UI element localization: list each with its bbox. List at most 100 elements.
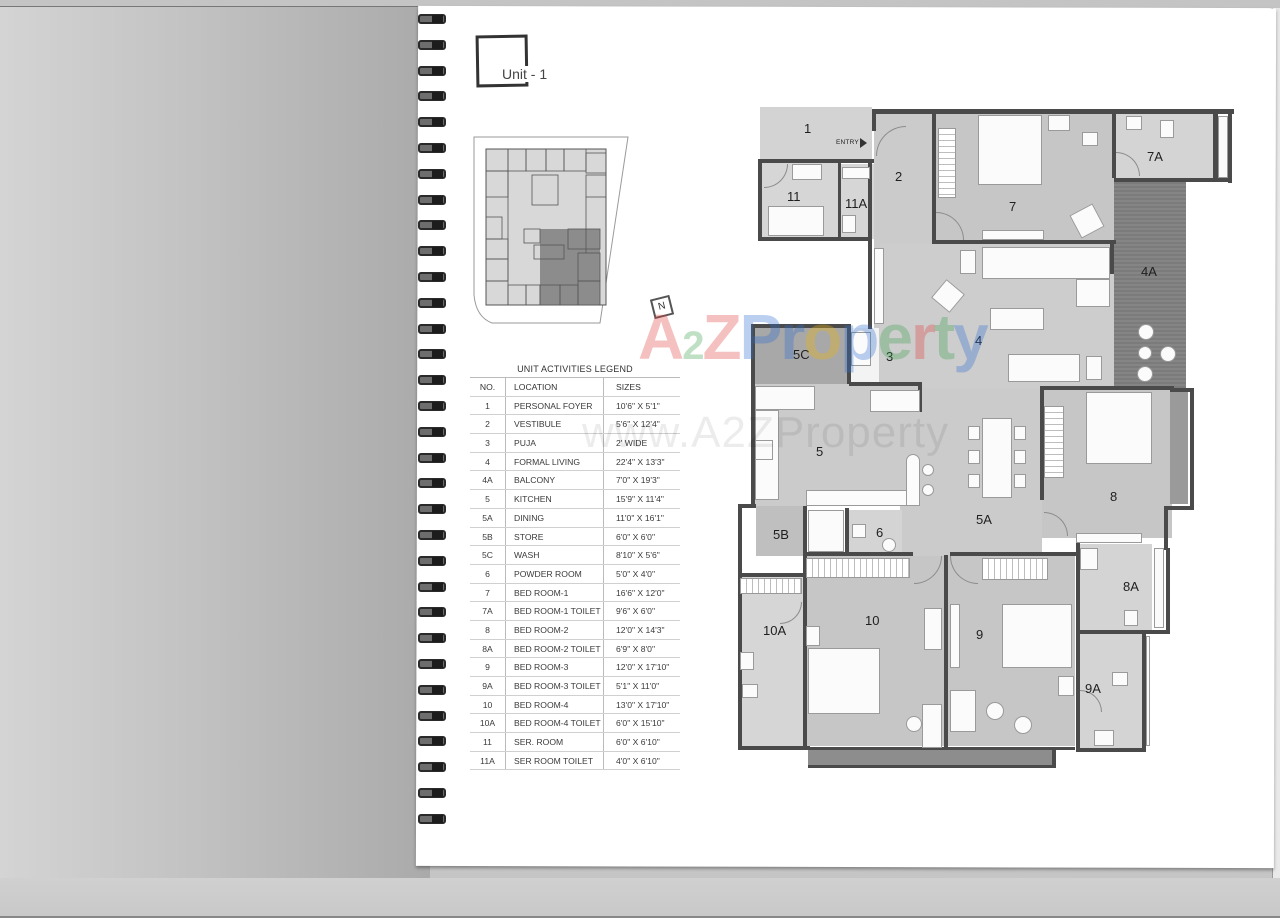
spiral-coil xyxy=(418,633,446,644)
desk-bedroom-1 xyxy=(1048,115,1070,131)
legend-cell-no: 11A xyxy=(470,751,506,770)
legend-cell-size: 12'0" X 17'10" xyxy=(616,662,670,673)
wc-7a xyxy=(1160,120,1174,138)
legend-cell-size: 8'10" X 5'6" xyxy=(616,550,660,561)
console-bedroom-2 xyxy=(1076,533,1142,543)
legend-header-location: LOCATION xyxy=(506,378,604,396)
room-5c-wash xyxy=(753,326,849,384)
key-plan-diagram xyxy=(473,136,629,324)
side-table-bedroom-4 xyxy=(806,626,820,646)
legend-cell-location: FORMAL LIVING xyxy=(506,452,604,471)
legend-cell-location: BED ROOM-1 TOILET xyxy=(506,602,604,620)
dining-chair-1 xyxy=(968,426,980,440)
label-room-5c: 5C xyxy=(793,347,810,362)
window-7a xyxy=(1218,116,1228,178)
legend-cell-no: 9A xyxy=(470,677,506,695)
planter-balcony-2 xyxy=(1138,346,1152,360)
chair-bedroom-1 xyxy=(1082,132,1098,146)
legend-cell-no: 8 xyxy=(470,620,506,639)
spiral-coil xyxy=(418,272,446,282)
dining-table xyxy=(982,418,1012,498)
wc-9a xyxy=(1112,672,1128,686)
tv-unit-living xyxy=(874,248,884,324)
spiral-coil xyxy=(418,194,446,205)
sofa-living-bottom xyxy=(1008,354,1080,382)
legend-cell-location: SER ROOM TOILET xyxy=(506,751,604,770)
bed-bedroom-2 xyxy=(1086,392,1152,464)
lamp-bedroom-3 xyxy=(986,702,1004,720)
legend-cell-no: 8A xyxy=(470,639,506,658)
label-room-8: 8 xyxy=(1110,489,1118,504)
spiral-coil xyxy=(418,297,446,308)
dining-chair-5 xyxy=(1014,450,1026,464)
side-table-bedroom-3 xyxy=(1058,676,1074,696)
entry-arrow-icon xyxy=(860,138,867,148)
legend-cell-size: 6'0" X 6'0" xyxy=(616,531,656,542)
dining-chair-6 xyxy=(1014,474,1026,488)
label-room-7a: 7A xyxy=(1147,149,1163,164)
legend-cell-location: KITCHEN xyxy=(506,490,604,508)
wc-11a xyxy=(842,215,856,233)
label-room-9a: 9A xyxy=(1085,681,1101,696)
legend-cell-size: 4'0" X 6'10" xyxy=(616,755,660,766)
legend-cell-size: 5'6" X 12'4" xyxy=(616,419,660,430)
wc-6 xyxy=(882,538,896,552)
coffee-table-living xyxy=(990,308,1044,330)
breakfast-counter xyxy=(906,454,920,506)
legend-cell-no: 11 xyxy=(470,733,506,751)
spiral-coil xyxy=(418,323,446,334)
bed-bedroom-4 xyxy=(808,648,880,714)
legend-cell-location: BED ROOM-3 xyxy=(506,658,604,676)
tv-unit-bedroom-3 xyxy=(950,604,960,668)
spiral-coil xyxy=(418,375,446,386)
tub-11 xyxy=(768,206,824,236)
room-9a-toilet xyxy=(1078,634,1146,748)
planter-balcony-1 xyxy=(1138,324,1154,340)
legend-cell-size: 5'0" X 4'0" xyxy=(616,568,656,579)
spiral-coil xyxy=(418,39,446,50)
dining-chair-4 xyxy=(1014,426,1026,440)
legend-cell-no: 5A xyxy=(470,508,506,527)
label-room-5a: 5A xyxy=(976,512,992,527)
hob xyxy=(755,440,773,460)
room-1-personal-foyer xyxy=(760,107,872,159)
spiral-coil xyxy=(418,581,446,592)
underlying-page xyxy=(0,6,430,914)
legend-cell-no: 9 xyxy=(470,658,506,676)
legend-cell-location: BED ROOM-1 xyxy=(506,583,604,602)
label-room-7: 7 xyxy=(1009,199,1017,214)
spiral-coil xyxy=(418,659,446,669)
scan-bottom-edge xyxy=(0,878,1280,918)
bar-stool-2 xyxy=(922,484,934,496)
legend-cell-location: BED ROOM-2 TOILET xyxy=(506,639,604,658)
label-room-11: 11 xyxy=(787,189,801,204)
bar-stool-1 xyxy=(922,464,934,476)
legend-cell-no: 6 xyxy=(470,564,506,583)
legend-cell-size: 6'9" X 8'0" xyxy=(616,643,656,654)
tv-unit-bedroom-4 xyxy=(924,608,942,650)
legend-header-row: NO. LOCATION SIZES xyxy=(470,378,680,397)
spiral-coil xyxy=(418,813,446,824)
window-bedroom-2 xyxy=(1170,392,1188,504)
legend-cell-location: BED ROOM-4 TOILET xyxy=(506,714,604,733)
spiral-coil xyxy=(418,220,446,231)
label-room-4a: 4A xyxy=(1141,264,1157,279)
planter-balcony-4 xyxy=(1137,366,1153,382)
legend-cell-size: 12'0" X 14'3" xyxy=(616,624,665,635)
side-table-living-2 xyxy=(1086,356,1102,380)
legend-cell-no: 4 xyxy=(470,452,506,471)
room-5b-store xyxy=(756,506,804,556)
sofa-living-l xyxy=(1076,279,1110,307)
wc-10a xyxy=(742,684,758,698)
legend-cell-size: 5'1" X 11'0" xyxy=(616,681,660,691)
legend-cell-size: 15'9" X 11'4" xyxy=(616,494,664,505)
legend-header-sizes: SIZES xyxy=(616,382,641,392)
wardrobe-bedroom-3 xyxy=(982,558,1048,580)
spiral-coil xyxy=(418,762,446,773)
